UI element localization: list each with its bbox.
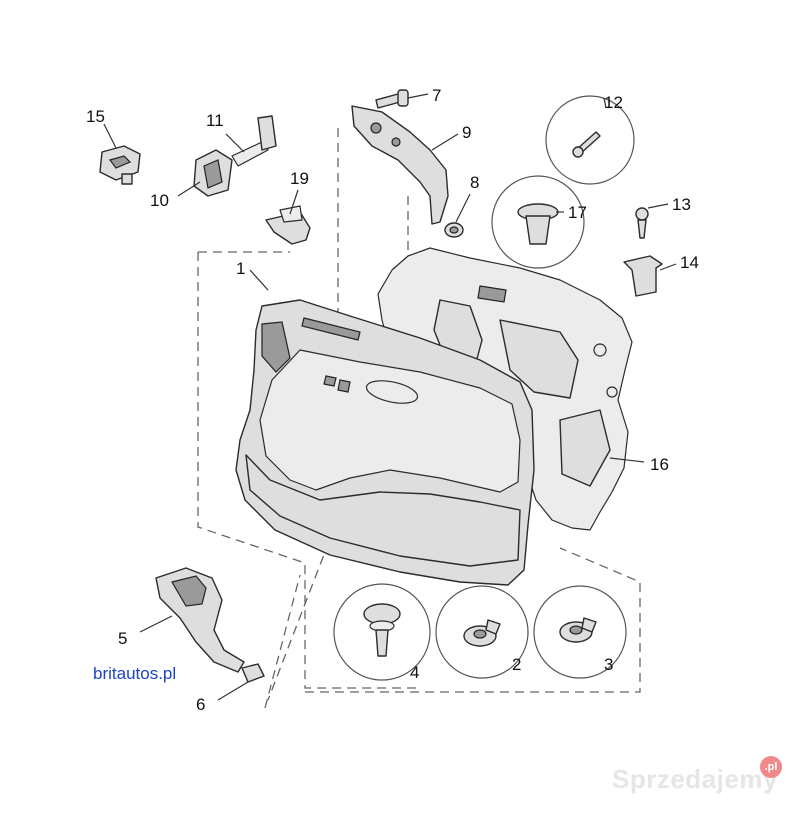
label-7: 7 bbox=[432, 86, 441, 105]
part-10-switch-housing bbox=[193, 149, 233, 197]
part-4-fastener bbox=[363, 603, 401, 657]
label-1: 1 bbox=[236, 259, 245, 278]
label-12: 12 bbox=[604, 93, 623, 112]
assembly-boundary-fasteners bbox=[305, 547, 641, 693]
label-9: 9 bbox=[462, 123, 471, 142]
label-5: 5 bbox=[118, 629, 127, 648]
part-13-screw bbox=[635, 207, 649, 239]
watermark-badge: .pl bbox=[760, 756, 782, 778]
part-5-door-handle bbox=[155, 567, 245, 673]
label-8: 8 bbox=[470, 173, 479, 192]
part-12-pin bbox=[572, 131, 601, 158]
label-10: 10 bbox=[150, 191, 169, 210]
label-15: 15 bbox=[86, 107, 105, 126]
part-3-clip bbox=[559, 617, 597, 643]
part-15-switch bbox=[99, 145, 141, 185]
part-1-door-trim-panel bbox=[235, 299, 535, 586]
watermark-logo: Sprzedajemy bbox=[612, 764, 778, 794]
assembly-boundary-left bbox=[264, 574, 301, 709]
label-2: 2 bbox=[512, 655, 521, 674]
label-17: 17 bbox=[568, 203, 587, 222]
part-2-clip bbox=[463, 619, 501, 647]
label-19: 19 bbox=[290, 169, 309, 188]
label-6: 6 bbox=[196, 695, 205, 714]
part-8-nut-clip bbox=[444, 222, 464, 238]
part-14-clip bbox=[623, 255, 663, 297]
label-16: 16 bbox=[650, 455, 669, 474]
part-9-upper-bracket bbox=[351, 105, 449, 225]
part-17-push-clip bbox=[517, 203, 559, 245]
part-19-clip bbox=[265, 205, 311, 245]
leader-lines bbox=[103, 93, 677, 701]
label-4: 4 bbox=[410, 663, 419, 682]
part-7-screw bbox=[375, 89, 409, 109]
source-site-label: britautos.pl bbox=[93, 664, 177, 683]
label-13: 13 bbox=[672, 195, 691, 214]
label-14: 14 bbox=[680, 253, 699, 272]
label-3: 3 bbox=[604, 655, 613, 674]
assembly-boundary-main bbox=[197, 252, 420, 689]
part-6-cap bbox=[241, 663, 265, 683]
label-11: 11 bbox=[206, 111, 224, 130]
part-11-bracket bbox=[231, 115, 277, 167]
